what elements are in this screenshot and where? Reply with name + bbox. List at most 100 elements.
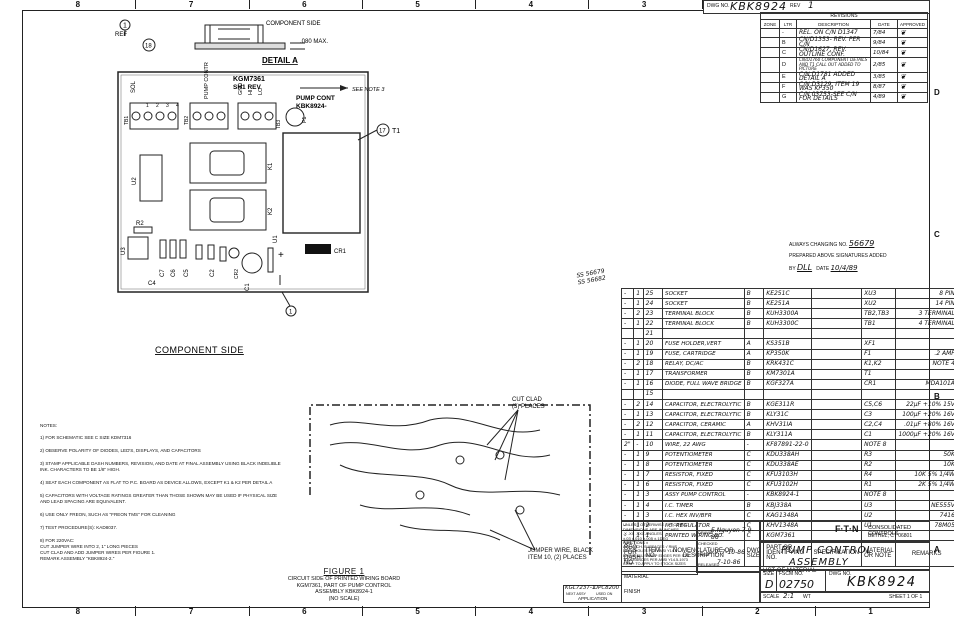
note-item: 4) SEAT EACH COMPONENT AS FLAT TO P.C. B… [40, 480, 273, 485]
zone-label-1: 1 [868, 607, 873, 616]
zone-label-8: 8 [75, 0, 81, 9]
application-block: KGL7237-1 UPC8200 NEXT ASSY USED ON APPL… [563, 585, 622, 603]
sheet-label: SHEET 1 OF 1 [889, 594, 923, 600]
tb1-block [129, 102, 179, 130]
label-pump-contr: PUMP CONTR [204, 62, 210, 99]
application-footer: APPLICATION [578, 596, 608, 601]
relay-k2 [189, 189, 267, 231]
component-side-title: COMPONENT SIDE [155, 345, 244, 355]
by-label: BY [789, 266, 796, 272]
bom-row: 21 [620, 328, 954, 340]
zone-label-4: 4 [528, 0, 534, 9]
bom-header-qty: QTY REQ FOR DASH NO. [621, 540, 644, 568]
changes-value: 56679 [848, 239, 875, 248]
label-c7: C7 [160, 269, 166, 277]
dimension-080: .080 MAX. [300, 39, 328, 45]
bom-header-remarks: REMARKS [895, 540, 954, 568]
tolerance-values: .X .XX .XXX ANGLES±.03 ±.010 ±.005 ±.1DE… [623, 531, 669, 541]
regulator-u1 [267, 247, 274, 273]
detail-a: 1 18 REF COMPONENT SIDE .080 MAX. DETAIL… [115, 19, 328, 65]
label-c5: C5 [184, 269, 190, 277]
released-value: 7-10-86 [717, 559, 741, 566]
component-side-drawing: 1 18 REF COMPONENT SIDE .080 MAX. DETAIL… [115, 19, 400, 355]
rev-value: 1 [808, 1, 814, 11]
tb3-block [237, 102, 277, 130]
zone-side-D: D [934, 88, 940, 97]
next-assy-value: KGL7237-1 [565, 585, 596, 591]
transformer-t1 [282, 132, 361, 234]
rev-col-zone: ZONE [760, 19, 780, 29]
scale-value: 2:1 [783, 592, 795, 600]
label-cr1: CR1 [334, 249, 347, 255]
zone-label-3: 3 [641, 0, 647, 9]
title-line-2: ASSEMBLY [789, 557, 849, 568]
bom-footer: LIST OF MATERIAL [762, 568, 817, 575]
zone-label-8: 8 [75, 607, 81, 616]
zone-label-5: 5 [415, 607, 420, 616]
note-item: 1) FOR SCHEMATIC SEE C SIZE KDM7316 [40, 435, 132, 440]
bom-header-spec: SPECIFICATION [810, 540, 863, 568]
finish-label: FINISH [624, 589, 641, 595]
dwg-no-value: KBK8924 [730, 0, 787, 13]
label-hi: HI [248, 89, 254, 95]
label-t1-callout: T1 [392, 128, 400, 135]
board-pump-cont: PUMP CONT [296, 95, 335, 102]
bom-header-item: ITEM NO. [642, 540, 664, 568]
label-tb2: TB2 [184, 116, 190, 125]
jumper-callout: JUMPER WIRE, BLACK ITEM 10, (2) PLACES [528, 548, 593, 562]
engr-value: L.V. 7-10-86 [709, 549, 745, 556]
label-u3: U3 [121, 247, 127, 255]
note-item: 2) OBSERVE POLARITY OF DIODES, LED'S, DI… [40, 448, 201, 453]
released-label: RELEASED [698, 562, 720, 567]
ic-u2 [139, 154, 163, 202]
label-lo: LO [258, 87, 264, 95]
scale-label: SCALE [763, 594, 780, 600]
company-logo: F·T·N [835, 524, 859, 534]
note-item: 8) FOR 220VAC:CUT JUMPER WIRE INTO 2, 1"… [40, 538, 156, 561]
balloon-1-board [285, 305, 297, 317]
pin-4: 4 [176, 103, 179, 109]
label-k2: K2 [268, 207, 274, 215]
zone-label-2: 2 [755, 607, 760, 616]
engr-label: ENGR [698, 552, 710, 557]
balloon-17-label: 17 [379, 129, 386, 135]
bom-header-partno: PART OR IDENTIFYING NO. [763, 540, 812, 568]
label-tb1: TB1 [124, 116, 130, 125]
material-label: MATERIAL [624, 574, 649, 580]
drawing-change-info: ALWAYS CHANGING NO. 56679 PREPARED ABOVE… [789, 238, 929, 275]
zone-side-C: C [934, 230, 940, 239]
figure-1-caption-block: FIGURE 1 CIRCUIT SIDE OF PRINTED WIRING … [244, 567, 444, 602]
bom-header-material: MATERIAL OR NOTE [861, 540, 897, 568]
zone-label-6: 6 [302, 607, 307, 616]
cut-clad-line-2: (3) PLACES [512, 404, 545, 410]
size-label: SIZE [763, 571, 775, 577]
company-line-2: BETHEL, CT 06801 [868, 533, 913, 539]
tolerance-block: UNLESS OTHERWISE SPECIFIED DIMENSIONS AR… [621, 521, 698, 575]
checked-label: CHECKED [698, 541, 718, 546]
date-value: 10/4/89 [830, 264, 858, 272]
label-u1: U1 [273, 235, 279, 243]
rev-col-description: DESCRIPTION [796, 19, 871, 29]
figure-1-drawing: CUT CLAD (3) PLACES [309, 397, 591, 555]
used-on-label: USED ON [596, 592, 613, 596]
revisions-header: REVISIONS [760, 12, 928, 20]
